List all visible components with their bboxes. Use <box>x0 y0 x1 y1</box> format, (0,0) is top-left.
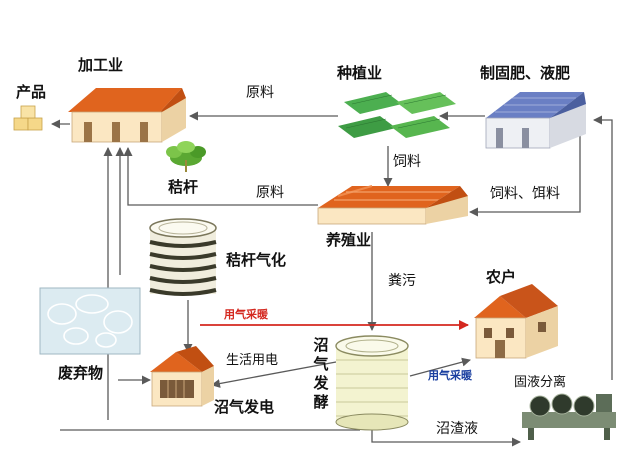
processing-factory-icon <box>68 88 186 143</box>
arrow-ferment-to-power <box>211 361 337 388</box>
separation-label: 固液分离 <box>514 375 567 390</box>
products-boxes-icon <box>13 105 43 131</box>
planting-label: 种植业 <box>337 64 383 82</box>
straw-label: 秸杆 <box>168 178 199 196</box>
edge-feed-bait: 饲料、饵料 <box>490 186 560 202</box>
arrow-separation-to-fertilizer <box>593 115 613 380</box>
edge-gas-heating-blue: 用气采暖 <box>428 369 472 382</box>
breeding-barn-icon <box>317 185 468 225</box>
fermentation-tank-icon <box>335 335 409 431</box>
products-label: 产品 <box>16 83 47 101</box>
edge-raw-material-mid: 原料 <box>256 185 284 201</box>
farmers-house-icon <box>474 284 558 359</box>
planting-fields-icon <box>338 92 456 138</box>
farmers-label: 农户 <box>486 268 517 286</box>
edge-raw-material-top: 原料 <box>246 85 274 101</box>
fertilizer-plant-icon <box>485 92 586 149</box>
edge-feed: 饲料 <box>393 154 421 170</box>
straw-plant-icon <box>166 141 206 172</box>
arrow-ferment-to-separation <box>371 430 521 447</box>
edge-slurry: 沼渣液 <box>436 421 478 437</box>
fertilizer-label: 制固肥、液肥 <box>480 64 571 82</box>
breeding-label: 养殖业 <box>326 231 372 249</box>
straw-gas-label: 秸杆气化 <box>226 251 287 269</box>
connector-lines <box>51 111 613 447</box>
processing-label: 加工业 <box>78 56 124 74</box>
biogas-power-label: 沼气发电 <box>214 398 275 416</box>
separator-machine-icon <box>522 393 616 440</box>
arrow-breeding-to-processing <box>123 147 318 206</box>
arrow-fertilizer-to-breeding <box>469 132 581 217</box>
biogas-power-house-icon <box>150 346 214 407</box>
straw-gasifier-icon <box>149 218 217 296</box>
waste-panel-icon <box>39 287 141 355</box>
edge-manure: 粪污 <box>388 273 416 289</box>
arrow-ferment-to-farmers <box>409 357 471 377</box>
waste-label: 废弃物 <box>58 364 104 382</box>
edge-gas-heating-red: 用气采暖 <box>224 308 268 321</box>
edge-household-power: 生活用电 <box>226 353 279 368</box>
biogas-ferment-label: 沼气发酵 <box>313 336 329 411</box>
